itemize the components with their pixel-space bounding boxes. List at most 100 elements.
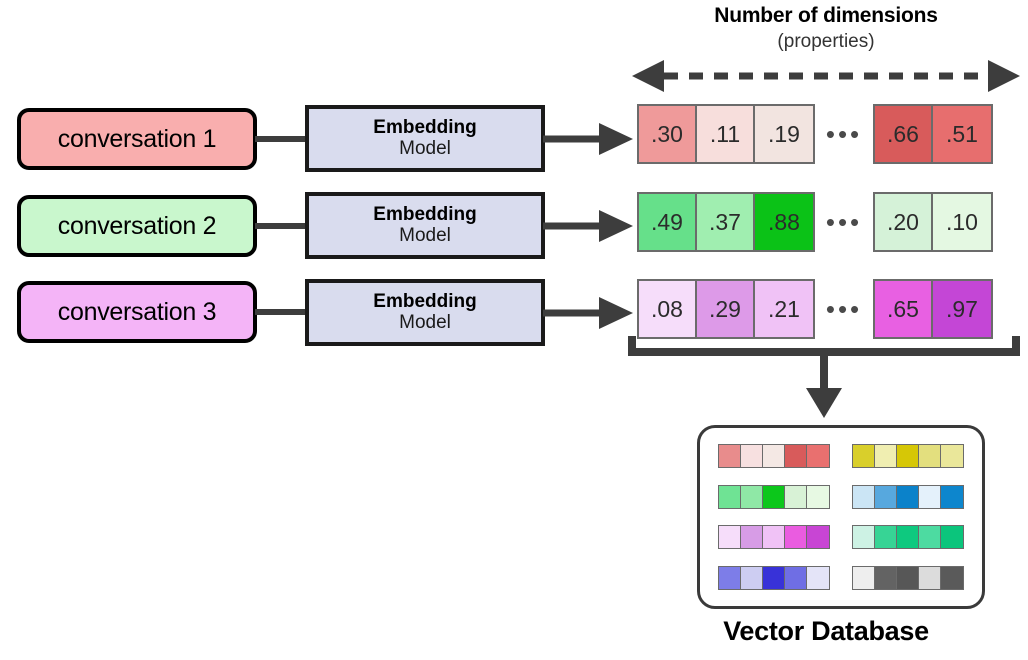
mini-cell bbox=[897, 526, 919, 549]
vector-cell: .51 bbox=[933, 106, 991, 162]
vector-cell: .21 bbox=[755, 281, 813, 337]
conversation-label-3: conversation 3 bbox=[57, 297, 217, 326]
vector-cell: .88 bbox=[755, 194, 813, 250]
vector-ellipsis-3: ••• bbox=[825, 294, 863, 324]
dimensions-subtitle: (properties) bbox=[777, 31, 875, 52]
vdb-row bbox=[718, 525, 964, 550]
embedding-model-box-1[interactable]: Embedding Model bbox=[305, 105, 545, 172]
vector-head-3: .08 .29 .21 bbox=[637, 279, 815, 339]
vector-cell: .30 bbox=[639, 106, 697, 162]
mini-cell bbox=[941, 526, 963, 549]
embedding-subtitle-3: Model bbox=[399, 311, 451, 333]
mini-cell bbox=[719, 526, 741, 549]
mini-cell bbox=[919, 526, 941, 549]
mini-cell bbox=[919, 445, 941, 467]
mini-cell bbox=[919, 566, 941, 589]
mini-vector bbox=[718, 525, 830, 550]
mini-cell bbox=[807, 526, 829, 549]
flow-arrow-icon-1 bbox=[543, 122, 635, 156]
mini-vector bbox=[852, 444, 964, 468]
embedding-title-2: Embedding bbox=[373, 203, 477, 225]
mini-cell bbox=[941, 445, 963, 467]
mini-cell bbox=[807, 445, 829, 467]
embedding-model-box-2[interactable]: Embedding Model bbox=[305, 192, 545, 259]
dimensions-title: Number of dimensions bbox=[714, 4, 938, 27]
vector-cell: .66 bbox=[875, 106, 933, 162]
mini-cell bbox=[785, 445, 807, 467]
mini-vector bbox=[718, 444, 830, 468]
vdb-row bbox=[718, 484, 964, 509]
mini-cell bbox=[719, 445, 741, 467]
mini-cell bbox=[807, 485, 829, 508]
mini-vector bbox=[852, 525, 964, 550]
conversation-label-2: conversation 2 bbox=[57, 211, 217, 240]
vector-database-label: Vector Database bbox=[723, 616, 929, 646]
mini-cell bbox=[763, 566, 785, 589]
vector-head-1: .30 .11 .19 bbox=[637, 104, 815, 164]
embedding-subtitle-1: Model bbox=[399, 137, 451, 159]
embedding-title-1: Embedding bbox=[373, 116, 477, 138]
mini-cell bbox=[719, 485, 741, 508]
connector-line-1 bbox=[255, 136, 307, 142]
mini-cell bbox=[875, 526, 897, 549]
embedding-vector-2: .49 .37 .88 ••• .20 .10 bbox=[637, 192, 993, 252]
mini-cell bbox=[785, 485, 807, 508]
mini-cell bbox=[719, 566, 741, 589]
vector-ellipsis-2: ••• bbox=[825, 207, 863, 237]
mini-cell bbox=[919, 485, 941, 508]
vdb-row bbox=[718, 444, 964, 468]
vector-cell: .65 bbox=[875, 281, 933, 337]
embedding-subtitle-2: Model bbox=[399, 224, 451, 246]
mini-cell bbox=[741, 445, 763, 467]
mini-cell bbox=[875, 485, 897, 508]
conversation-box-3[interactable]: conversation 3 bbox=[17, 281, 257, 343]
conversation-box-2[interactable]: conversation 2 bbox=[17, 195, 257, 257]
vector-database-panel[interactable] bbox=[697, 425, 985, 609]
mini-vector bbox=[852, 484, 964, 509]
mini-cell bbox=[763, 526, 785, 549]
vector-cell: .08 bbox=[639, 281, 697, 337]
vector-cell: .11 bbox=[697, 106, 755, 162]
conversation-label-1: conversation 1 bbox=[57, 124, 217, 153]
mini-cell bbox=[897, 485, 919, 508]
mini-cell bbox=[853, 526, 875, 549]
mini-cell bbox=[941, 485, 963, 508]
connector-line-2 bbox=[255, 223, 307, 229]
vector-tail-3: .65 .97 bbox=[873, 279, 993, 339]
mini-vector bbox=[718, 484, 830, 509]
mini-cell bbox=[763, 445, 785, 467]
mini-vector bbox=[718, 565, 830, 590]
embedding-model-box-3[interactable]: Embedding Model bbox=[305, 279, 545, 346]
connector-line-3 bbox=[255, 309, 307, 315]
vector-tail-2: .20 .10 bbox=[873, 192, 993, 252]
vector-head-2: .49 .37 .88 bbox=[637, 192, 815, 252]
embedding-title-3: Embedding bbox=[373, 290, 477, 312]
double-headed-dashed-arrow-icon bbox=[630, 58, 1022, 94]
mini-cell bbox=[741, 485, 763, 508]
mini-cell bbox=[853, 485, 875, 508]
vector-cell: .20 bbox=[875, 194, 933, 250]
vdb-row bbox=[718, 565, 964, 590]
mini-cell bbox=[941, 566, 963, 589]
embedding-vector-3: .08 .29 .21 ••• .65 .97 bbox=[637, 279, 993, 339]
flow-arrow-icon-2 bbox=[543, 209, 635, 243]
vector-cell: .37 bbox=[697, 194, 755, 250]
mini-cell bbox=[875, 445, 897, 467]
down-arrow-icon bbox=[800, 352, 848, 420]
vector-tail-1: .66 .51 bbox=[873, 104, 993, 164]
mini-cell bbox=[785, 526, 807, 549]
vector-cell: .19 bbox=[755, 106, 813, 162]
mini-cell bbox=[875, 566, 897, 589]
mini-vector bbox=[852, 565, 964, 590]
conversation-box-1[interactable]: conversation 1 bbox=[17, 108, 257, 170]
mini-cell bbox=[763, 485, 785, 508]
mini-cell bbox=[741, 526, 763, 549]
vector-cell: .10 bbox=[933, 194, 991, 250]
mini-cell bbox=[785, 566, 807, 589]
vector-cell: .49 bbox=[639, 194, 697, 250]
embedding-vector-1: .30 .11 .19 ••• .66 .51 bbox=[637, 104, 993, 164]
mini-cell bbox=[853, 566, 875, 589]
mini-cell bbox=[897, 566, 919, 589]
mini-cell bbox=[741, 566, 763, 589]
